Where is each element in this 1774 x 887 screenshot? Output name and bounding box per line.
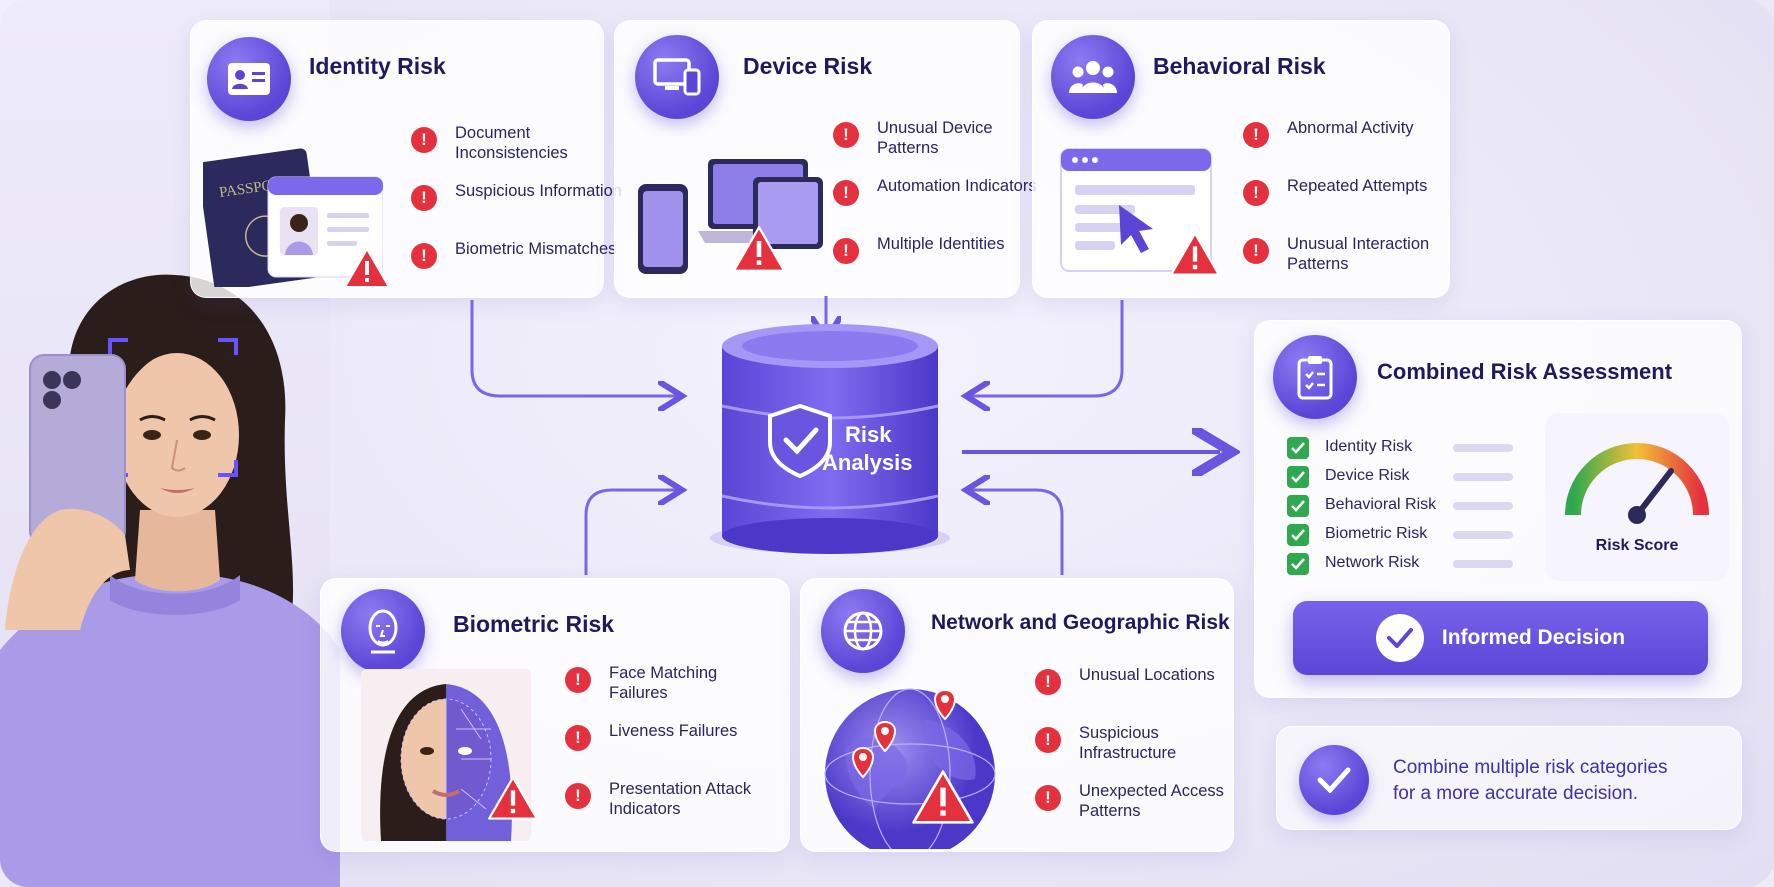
checkbox-icon bbox=[1287, 466, 1309, 488]
alert-icon: ! bbox=[833, 122, 859, 148]
list-item: !Unusual Interaction Patterns bbox=[1243, 234, 1467, 292]
list-item: !Unusual Device Patterns bbox=[833, 118, 1047, 176]
list-item: !Liveness Failures bbox=[565, 721, 779, 779]
network-risk-list: !Unusual Locations !Suspicious Infrastru… bbox=[1035, 665, 1249, 839]
network-risk-title: Network and Geographic Risk bbox=[931, 611, 1230, 634]
biometric-risk-list: !Face Matching Failures !Liveness Failur… bbox=[565, 663, 779, 837]
person-illustration bbox=[0, 274, 340, 887]
checkbox-icon bbox=[1287, 495, 1309, 517]
behavioral-risk-title: Behavioral Risk bbox=[1153, 53, 1326, 79]
alert-icon: ! bbox=[1243, 180, 1269, 206]
checkbox-icon bbox=[1287, 437, 1309, 459]
warning-icon bbox=[732, 226, 786, 272]
alert-icon: ! bbox=[833, 180, 859, 206]
check-circle-icon bbox=[1299, 745, 1369, 815]
list-item: !Unusual Locations bbox=[1035, 665, 1249, 723]
list-item: !Repeated Attempts bbox=[1243, 176, 1467, 234]
list-item: Identity Risk bbox=[1287, 435, 1537, 464]
behavioral-risk-card: Behavioral Risk !Abnormal Activity !Repe… bbox=[1032, 20, 1450, 298]
clipboard-icon bbox=[1273, 335, 1357, 419]
warning-icon bbox=[1170, 232, 1220, 276]
users-icon bbox=[1051, 35, 1135, 119]
list-item: Behavioral Risk bbox=[1287, 493, 1537, 522]
risk-score-gauge: Risk Score bbox=[1545, 413, 1729, 581]
combined-risk-list: Identity Risk Device Risk Behavioral Ris… bbox=[1287, 435, 1537, 580]
risk-score-label: Risk Score bbox=[1595, 537, 1679, 554]
alert-icon: ! bbox=[1243, 122, 1269, 148]
identity-risk-list: !Document Inconsistencies !Suspicious In… bbox=[411, 123, 625, 297]
globe-illustration bbox=[824, 688, 996, 849]
passport-illustration: PASSPORT bbox=[203, 148, 383, 287]
alert-icon: ! bbox=[565, 667, 591, 693]
checkbox-icon bbox=[1287, 524, 1309, 546]
list-item: !Abnormal Activity bbox=[1243, 118, 1467, 176]
list-item: !Document Inconsistencies bbox=[411, 123, 625, 181]
devices-icon bbox=[635, 35, 719, 119]
face-scan-icon bbox=[341, 589, 425, 673]
devices-illustration bbox=[638, 159, 823, 274]
list-item: !Face Matching Failures bbox=[565, 663, 779, 721]
score-bar bbox=[1453, 473, 1513, 481]
list-item: Network Risk bbox=[1287, 551, 1537, 580]
check-circle-icon bbox=[1375, 614, 1424, 662]
list-item: !Presentation Attack Indicators bbox=[565, 779, 779, 837]
list-item: !Unexpected Access Patterns bbox=[1035, 781, 1249, 839]
list-item: !Suspicious Information bbox=[411, 181, 625, 239]
alert-icon: ! bbox=[565, 783, 591, 809]
combined-risk-title: Combined Risk Assessment bbox=[1377, 359, 1673, 384]
warning-icon bbox=[912, 770, 974, 824]
alert-icon: ! bbox=[833, 238, 859, 264]
checkbox-icon bbox=[1287, 553, 1309, 575]
identity-risk-title: Identity Risk bbox=[309, 53, 446, 79]
list-item: !Biometric Mismatches bbox=[411, 239, 625, 297]
risk-analysis-line2: Analysis bbox=[822, 450, 913, 475]
face-mesh-illustration bbox=[361, 669, 531, 841]
biometric-risk-card: Biometric Risk !Face Matching Failures !… bbox=[320, 578, 790, 852]
biometric-risk-title: Biometric Risk bbox=[453, 611, 615, 637]
behavioral-risk-list: !Abnormal Activity !Repeated Attempts !U… bbox=[1243, 118, 1467, 292]
footer-note-line1: Combine multiple risk categories bbox=[1393, 757, 1668, 778]
alert-icon: ! bbox=[1035, 785, 1061, 811]
alert-icon: ! bbox=[411, 243, 437, 269]
globe-icon bbox=[821, 589, 905, 673]
device-risk-title: Device Risk bbox=[743, 53, 873, 79]
score-bar bbox=[1453, 444, 1513, 452]
alert-icon: ! bbox=[565, 725, 591, 751]
list-item: !Multiple Identities bbox=[833, 234, 1047, 292]
footer-note-line2: for a more accurate decision. bbox=[1393, 783, 1639, 804]
network-risk-card: Network and Geographic Risk !Unusual Loc… bbox=[800, 578, 1234, 852]
informed-decision-label: Informed Decision bbox=[1441, 626, 1626, 649]
id-card-icon bbox=[207, 37, 291, 121]
warning-icon bbox=[344, 248, 390, 288]
list-item: Device Risk bbox=[1287, 464, 1537, 493]
alert-icon: ! bbox=[1243, 238, 1269, 264]
informed-decision-button[interactable]: Informed Decision bbox=[1293, 601, 1708, 675]
alert-icon: ! bbox=[411, 127, 437, 153]
warning-icon bbox=[488, 776, 538, 820]
score-bar bbox=[1453, 560, 1513, 568]
alert-icon: ! bbox=[1035, 727, 1061, 753]
device-risk-card: Device Risk !Unusual Device Patterns !Au… bbox=[614, 20, 1037, 298]
footer-note-card: Combine multiple risk categories for a m… bbox=[1276, 726, 1742, 830]
list-item: !Suspicious Infrastructure bbox=[1035, 723, 1249, 781]
list-item: !Automation Indicators bbox=[833, 176, 1047, 234]
browser-illustration bbox=[1060, 148, 1212, 272]
risk-analysis-line1: Risk bbox=[845, 422, 892, 447]
gauge-icon bbox=[1565, 443, 1709, 524]
device-risk-list: !Unusual Device Patterns !Automation Ind… bbox=[833, 118, 1047, 292]
score-bar bbox=[1453, 502, 1513, 510]
score-bar bbox=[1453, 531, 1513, 539]
identity-risk-card: Identity Risk PASSPORT !Document Inconsi… bbox=[190, 20, 622, 298]
list-item: Biometric Risk bbox=[1287, 522, 1537, 551]
alert-icon: ! bbox=[411, 185, 437, 211]
risk-analysis-core: Risk Analysis bbox=[710, 324, 950, 554]
alert-icon: ! bbox=[1035, 669, 1061, 695]
